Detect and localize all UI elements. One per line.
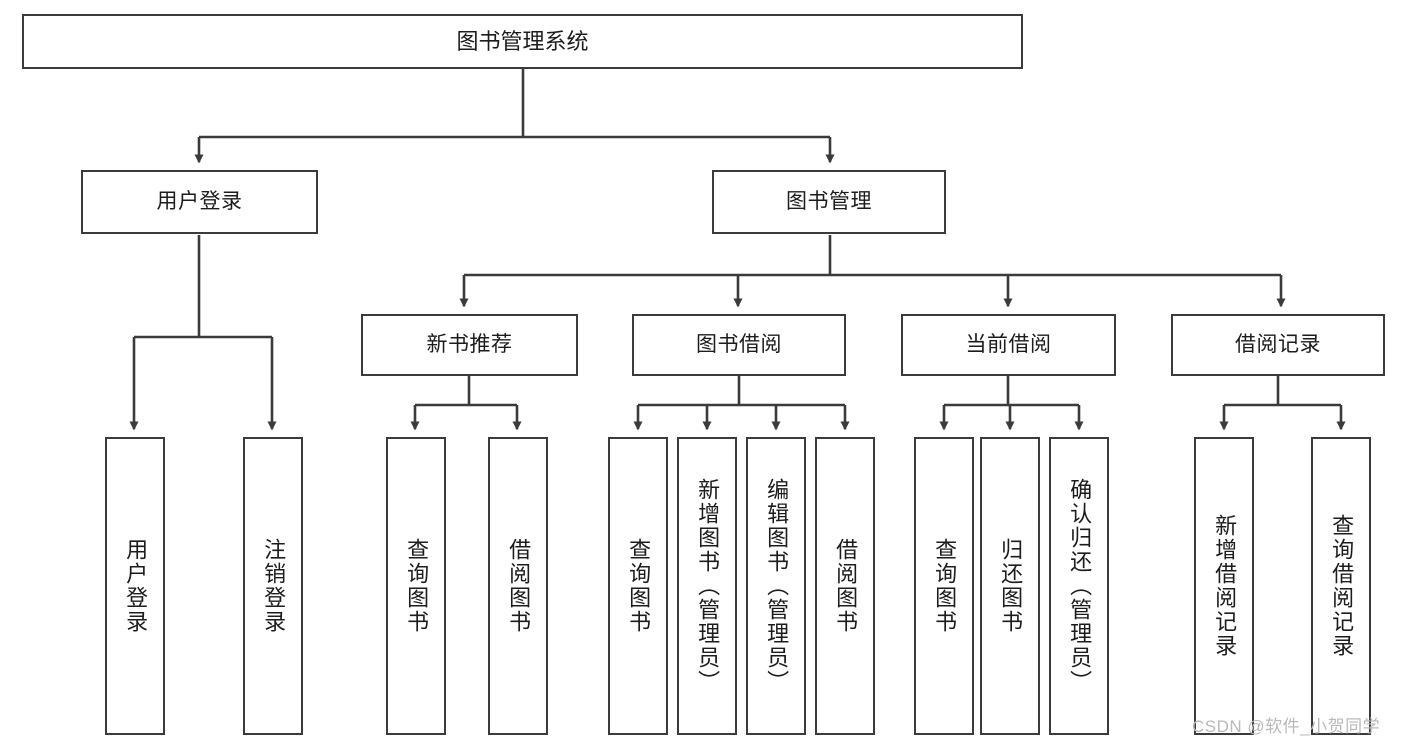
node-label: 图书管理系统 [456,28,589,54]
node-new-book-recommend[interactable]: 新书推荐 [361,314,578,376]
leaf-add-book-admin[interactable]: 新增图书（管理员） [677,437,737,735]
node-label: 查询图书 [932,538,958,634]
node-book-borrow[interactable]: 图书借阅 [632,314,846,376]
node-label: 借阅记录 [1235,332,1321,356]
node-current-borrow[interactable]: 当前借阅 [901,314,1116,376]
node-borrow-record[interactable]: 借阅记录 [1171,314,1385,376]
node-label: 图书借阅 [696,332,782,356]
leaf-return-book[interactable]: 归还图书 [980,437,1040,735]
node-label: 新增图书（管理员） [695,478,721,694]
node-label: 查询图书 [626,538,652,634]
leaf-logout[interactable]: 注销登录 [243,437,303,735]
leaf-edit-book-admin[interactable]: 编辑图书（管理员） [746,437,806,735]
leaf-query-book-recommend[interactable]: 查询图书 [386,437,446,735]
node-label: 编辑图书（管理员） [764,478,790,694]
node-label: 用户登录 [156,189,243,213]
leaf-confirm-return-admin[interactable]: 确认归还（管理员） [1049,437,1109,735]
leaf-user-login[interactable]: 用户登录 [105,437,165,735]
node-root-system[interactable]: 图书管理系统 [22,14,1023,69]
node-label: 查询借阅记录 [1329,514,1355,658]
node-label: 借阅图书 [833,538,859,634]
node-label: 确认归还（管理员） [1067,478,1093,694]
leaf-query-book-borrow[interactable]: 查询图书 [608,437,668,735]
node-label: 归还图书 [998,538,1024,634]
node-label: 借阅图书 [506,538,532,634]
node-label: 查询图书 [404,538,430,634]
leaf-borrow-book-recommend[interactable]: 借阅图书 [488,437,548,735]
node-label: 注销登录 [261,538,287,634]
leaf-query-book-current[interactable]: 查询图书 [914,437,974,735]
leaf-query-borrow-record[interactable]: 查询借阅记录 [1311,437,1371,735]
node-user-login[interactable]: 用户登录 [81,170,318,234]
node-book-management[interactable]: 图书管理 [712,170,946,234]
node-label: 新书推荐 [426,332,513,356]
node-label: 新增借阅记录 [1212,514,1238,658]
node-label: 用户登录 [123,538,149,634]
node-label: 图书管理 [786,189,872,213]
leaf-add-borrow-record[interactable]: 新增借阅记录 [1194,437,1254,735]
leaf-borrow-book[interactable]: 借阅图书 [815,437,875,735]
node-label: 当前借阅 [965,332,1052,356]
